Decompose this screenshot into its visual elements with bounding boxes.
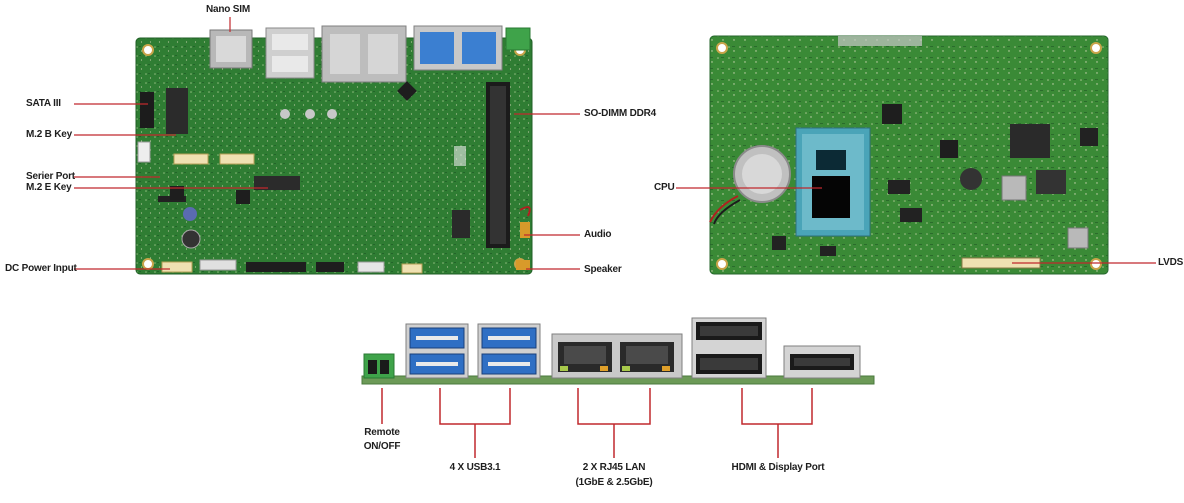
nano-sim-label: Nano SIM: [206, 4, 250, 15]
so-dimm-label: SO-DIMM DDR4: [584, 108, 657, 119]
dc-power-label: DC Power Input: [5, 263, 77, 274]
lan-label-line1: 2 X RJ45 LAN: [582, 462, 646, 473]
audio-label: Audio: [584, 229, 612, 240]
remote-label-line2: ON/OFF: [363, 441, 401, 452]
usb-label: 4 X USB3.1: [449, 462, 501, 473]
m2-e-key-label: M.2 E Key: [26, 182, 72, 193]
hdmi-dp-label: HDMI & Display Port: [731, 462, 825, 473]
io-callouts: [381, 388, 813, 458]
lvds-label: LVDS: [1158, 257, 1184, 268]
left-callouts: [74, 17, 580, 270]
cpu-label: CPU: [654, 182, 675, 193]
sata-label: SATA III: [26, 98, 61, 109]
lan-label-line2: (1GbE & 2.5GbE): [575, 477, 653, 488]
top-board: [135, 25, 533, 275]
right-callouts: [676, 187, 1156, 264]
io-panel: [361, 317, 875, 385]
serier-port-label: Serier Port: [26, 171, 75, 182]
remote-label-line1: Remote: [364, 427, 400, 438]
bottom-board: [709, 35, 1109, 275]
m2-b-key-label: M.2 B Key: [26, 129, 72, 140]
speaker-label: Speaker: [584, 264, 622, 275]
